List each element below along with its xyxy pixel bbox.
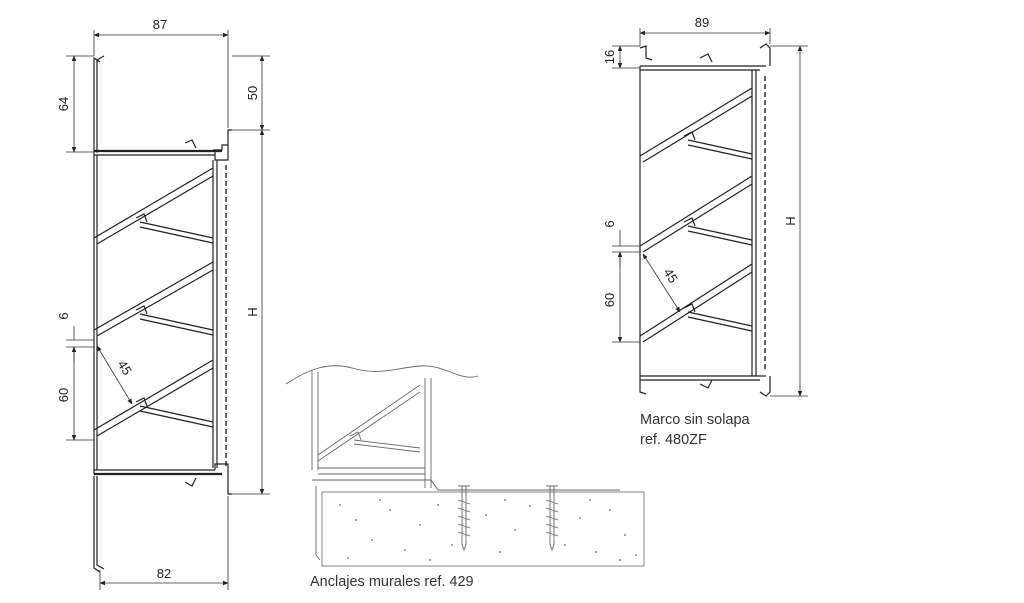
left-louver-section: [93, 55, 232, 573]
right-caption-line1: Marco sin solapa: [640, 412, 751, 428]
right-dim-top: 89: [695, 15, 709, 30]
screw-anchor-2: [545, 485, 559, 552]
right-blades: [639, 87, 753, 343]
left-dim-bottom: 82: [157, 566, 171, 581]
left-dim-upper-right: 50: [245, 86, 260, 100]
wall-anchor-detail: [285, 365, 645, 567]
right-dim-flange: 16: [602, 50, 617, 64]
left-dim-top: 87: [153, 17, 167, 32]
detail-caption: Anclajes murales ref. 429: [310, 574, 474, 590]
left-dimensions: [66, 30, 270, 590]
right-caption-line2: ref. 480ZF: [640, 432, 707, 448]
left-dim-gap: 6: [56, 312, 71, 319]
left-dim-angle: 45: [115, 358, 135, 378]
right-dim-gap: 6: [602, 220, 617, 227]
right-louver-section: [639, 43, 771, 397]
right-dim-pitch: 60: [602, 293, 617, 307]
right-dim-height: H: [783, 216, 798, 225]
right-dimensions: [612, 28, 808, 397]
right-dim-angle: 45: [661, 266, 681, 286]
left-dim-pitch: 60: [56, 388, 71, 402]
concrete-texture: [339, 499, 637, 561]
left-blades: [93, 167, 214, 437]
left-dim-upper-left: 64: [56, 97, 71, 111]
left-dim-height: H: [245, 307, 260, 316]
screw-anchor-1: [457, 485, 471, 552]
